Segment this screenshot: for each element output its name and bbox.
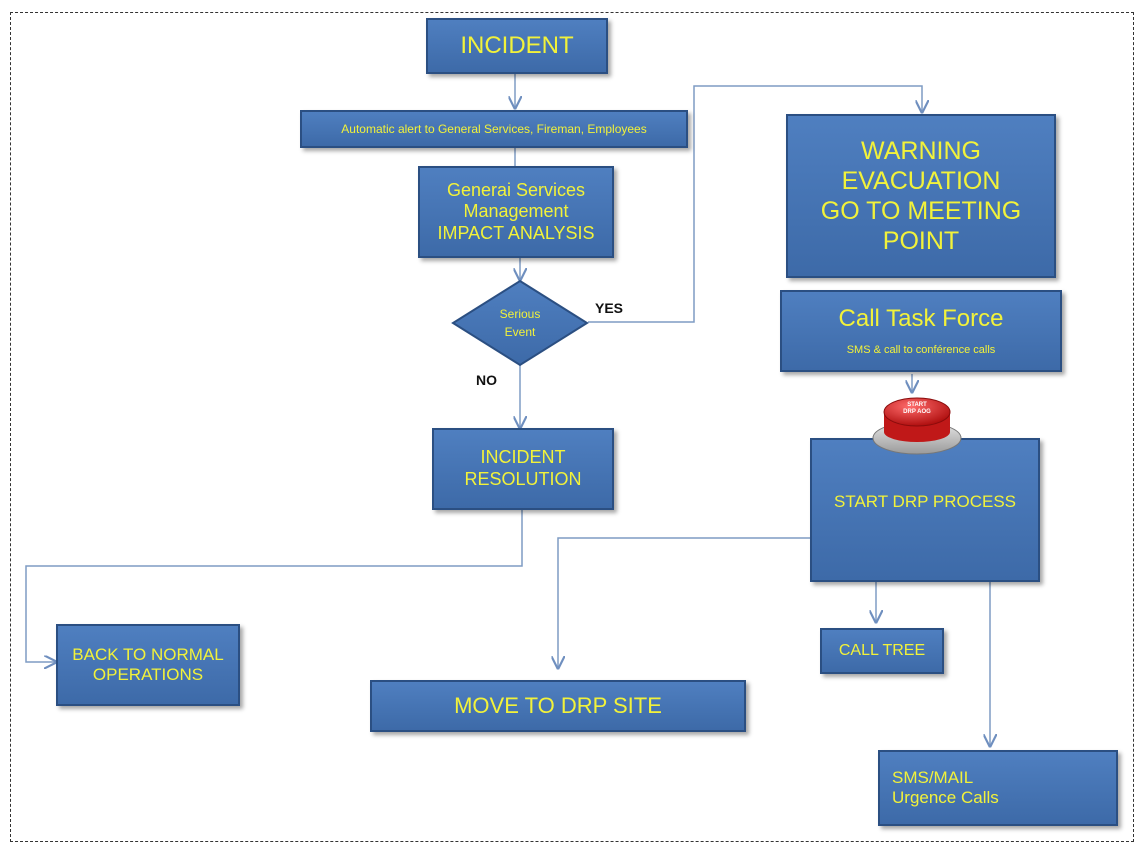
call-tree-label: CALL TREE xyxy=(838,642,926,660)
alert-box: Automatic alert to General Services, Fir… xyxy=(300,110,688,148)
decision-line-1: Serious xyxy=(499,307,541,321)
back-to-normal-box: BACK TO NORMAL OPERATIONS xyxy=(56,624,240,706)
button-caption-1: START xyxy=(907,402,927,408)
incident-resolution-box: INCIDENT RESOLUTION xyxy=(432,428,614,510)
resolution-line-1: INCIDENT xyxy=(480,447,566,468)
resolution-line-2: RESOLUTION xyxy=(464,469,582,489)
back-normal-line-1: BACK TO NORMAL xyxy=(72,644,224,664)
arrow-drp-move xyxy=(558,537,810,668)
call-task-force-box: Call Task Force SMS & call to conférence… xyxy=(780,290,1062,372)
incident-label: INCIDENT xyxy=(460,31,574,59)
decision-line-2: Event xyxy=(504,325,536,339)
arrow-yes-warning xyxy=(588,85,922,323)
warning-line-1: WARNING xyxy=(861,137,981,165)
sms-mail-line-1: SMS/MAIL xyxy=(892,767,974,787)
warning-line-2: EVACUATION xyxy=(841,167,1001,195)
no-label: NO xyxy=(476,372,497,388)
button-caption-2: DRP AOG xyxy=(903,408,931,415)
warning-box: WARNING EVACUATION GO TO MEETING POINT xyxy=(786,114,1056,278)
task-force-sub-label: SMS & call to conférence calls xyxy=(846,343,996,356)
gs-line-1: Generai Services xyxy=(446,179,586,200)
gs-line-2: Management xyxy=(463,201,569,222)
impact-analysis-box: Generai Services Management IMPACT ANALY… xyxy=(418,166,614,258)
button-caption: START DRP AOG xyxy=(894,402,940,415)
arrow-resolution-normal xyxy=(25,510,523,662)
gs-line-3: IMPACT ANALYSIS xyxy=(437,222,595,243)
alert-label: Automatic alert to General Services, Fir… xyxy=(341,121,647,136)
incident-box: INCIDENT xyxy=(426,18,608,74)
task-force-label: Call Task Force xyxy=(838,305,1004,332)
decision-text: Serious Event xyxy=(450,278,590,368)
serious-event-decision: Serious Event xyxy=(450,278,590,368)
back-normal-line-2: OPERATIONS xyxy=(92,665,204,684)
move-to-drp-site-box: MOVE TO DRP SITE xyxy=(370,680,746,732)
start-drp-button: START DRP AOG xyxy=(872,390,962,460)
sms-mail-box: SMS/MAIL Urgence Calls xyxy=(878,750,1118,826)
sms-mail-line-2: Urgence Calls xyxy=(892,788,999,807)
move-drp-label: MOVE TO DRP SITE xyxy=(454,692,662,718)
drp-process-label: START DRP PROCESS xyxy=(833,492,1016,511)
start-drp-process-box: START DRP PROCESS xyxy=(810,438,1040,582)
call-tree-box: CALL TREE xyxy=(820,628,944,674)
red-button-icon xyxy=(872,397,962,455)
decision-diamond xyxy=(451,279,589,367)
yes-label: YES xyxy=(595,300,624,316)
warning-line-3: GO TO MEETING xyxy=(820,197,1022,225)
warning-line-4: POINT xyxy=(882,227,960,255)
